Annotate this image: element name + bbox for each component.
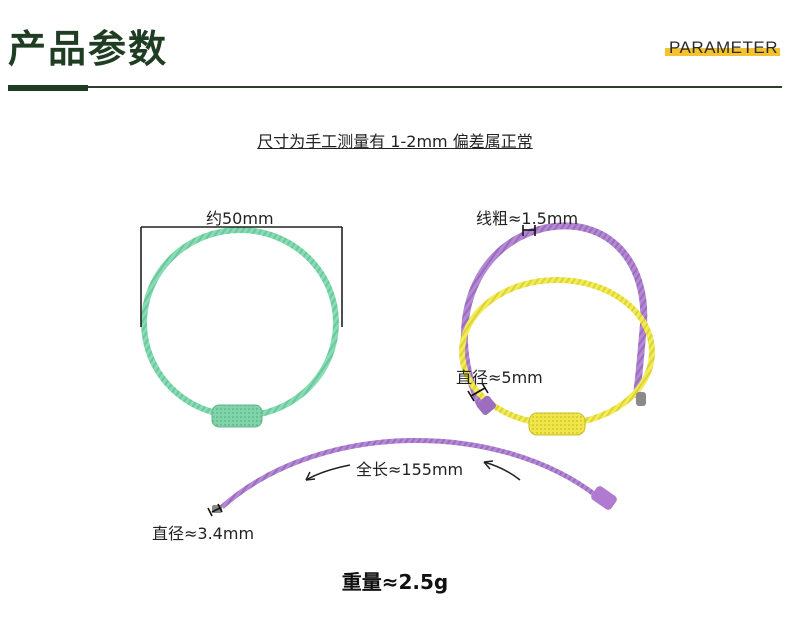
wire-thickness-label: 线粗≈1.5mm [476, 209, 579, 228]
wire-thickness-marker [522, 225, 536, 236]
badge-underline [664, 48, 780, 56]
measurement-note: 尺寸为手工测量有 1-2mm 偏差属正常 [257, 132, 533, 151]
weight-label: 重量≈2.5g [341, 570, 449, 594]
parameter-badge: PARAMETER [664, 38, 780, 58]
badge-label: PARAMETER [668, 38, 778, 57]
barrel-diameter-marker [467, 382, 489, 402]
end-diameter-marker [207, 503, 223, 517]
end-diameter-label: 直径≈3.4mm [152, 524, 255, 543]
total-length-label: 全长≈155mm [356, 460, 464, 479]
page-title: 产品参数 [8, 27, 169, 71]
length-arrows [305, 460, 521, 481]
purple-yellow-rings [459, 222, 655, 436]
green-ring [141, 227, 339, 428]
header-accent-bar [8, 85, 88, 91]
diameter-dimension-line [140, 226, 343, 327]
barrel-diameter-label: 直径≈5mm [456, 368, 543, 387]
diameter-label: 约50mm [206, 209, 274, 228]
header-divider [8, 86, 782, 88]
